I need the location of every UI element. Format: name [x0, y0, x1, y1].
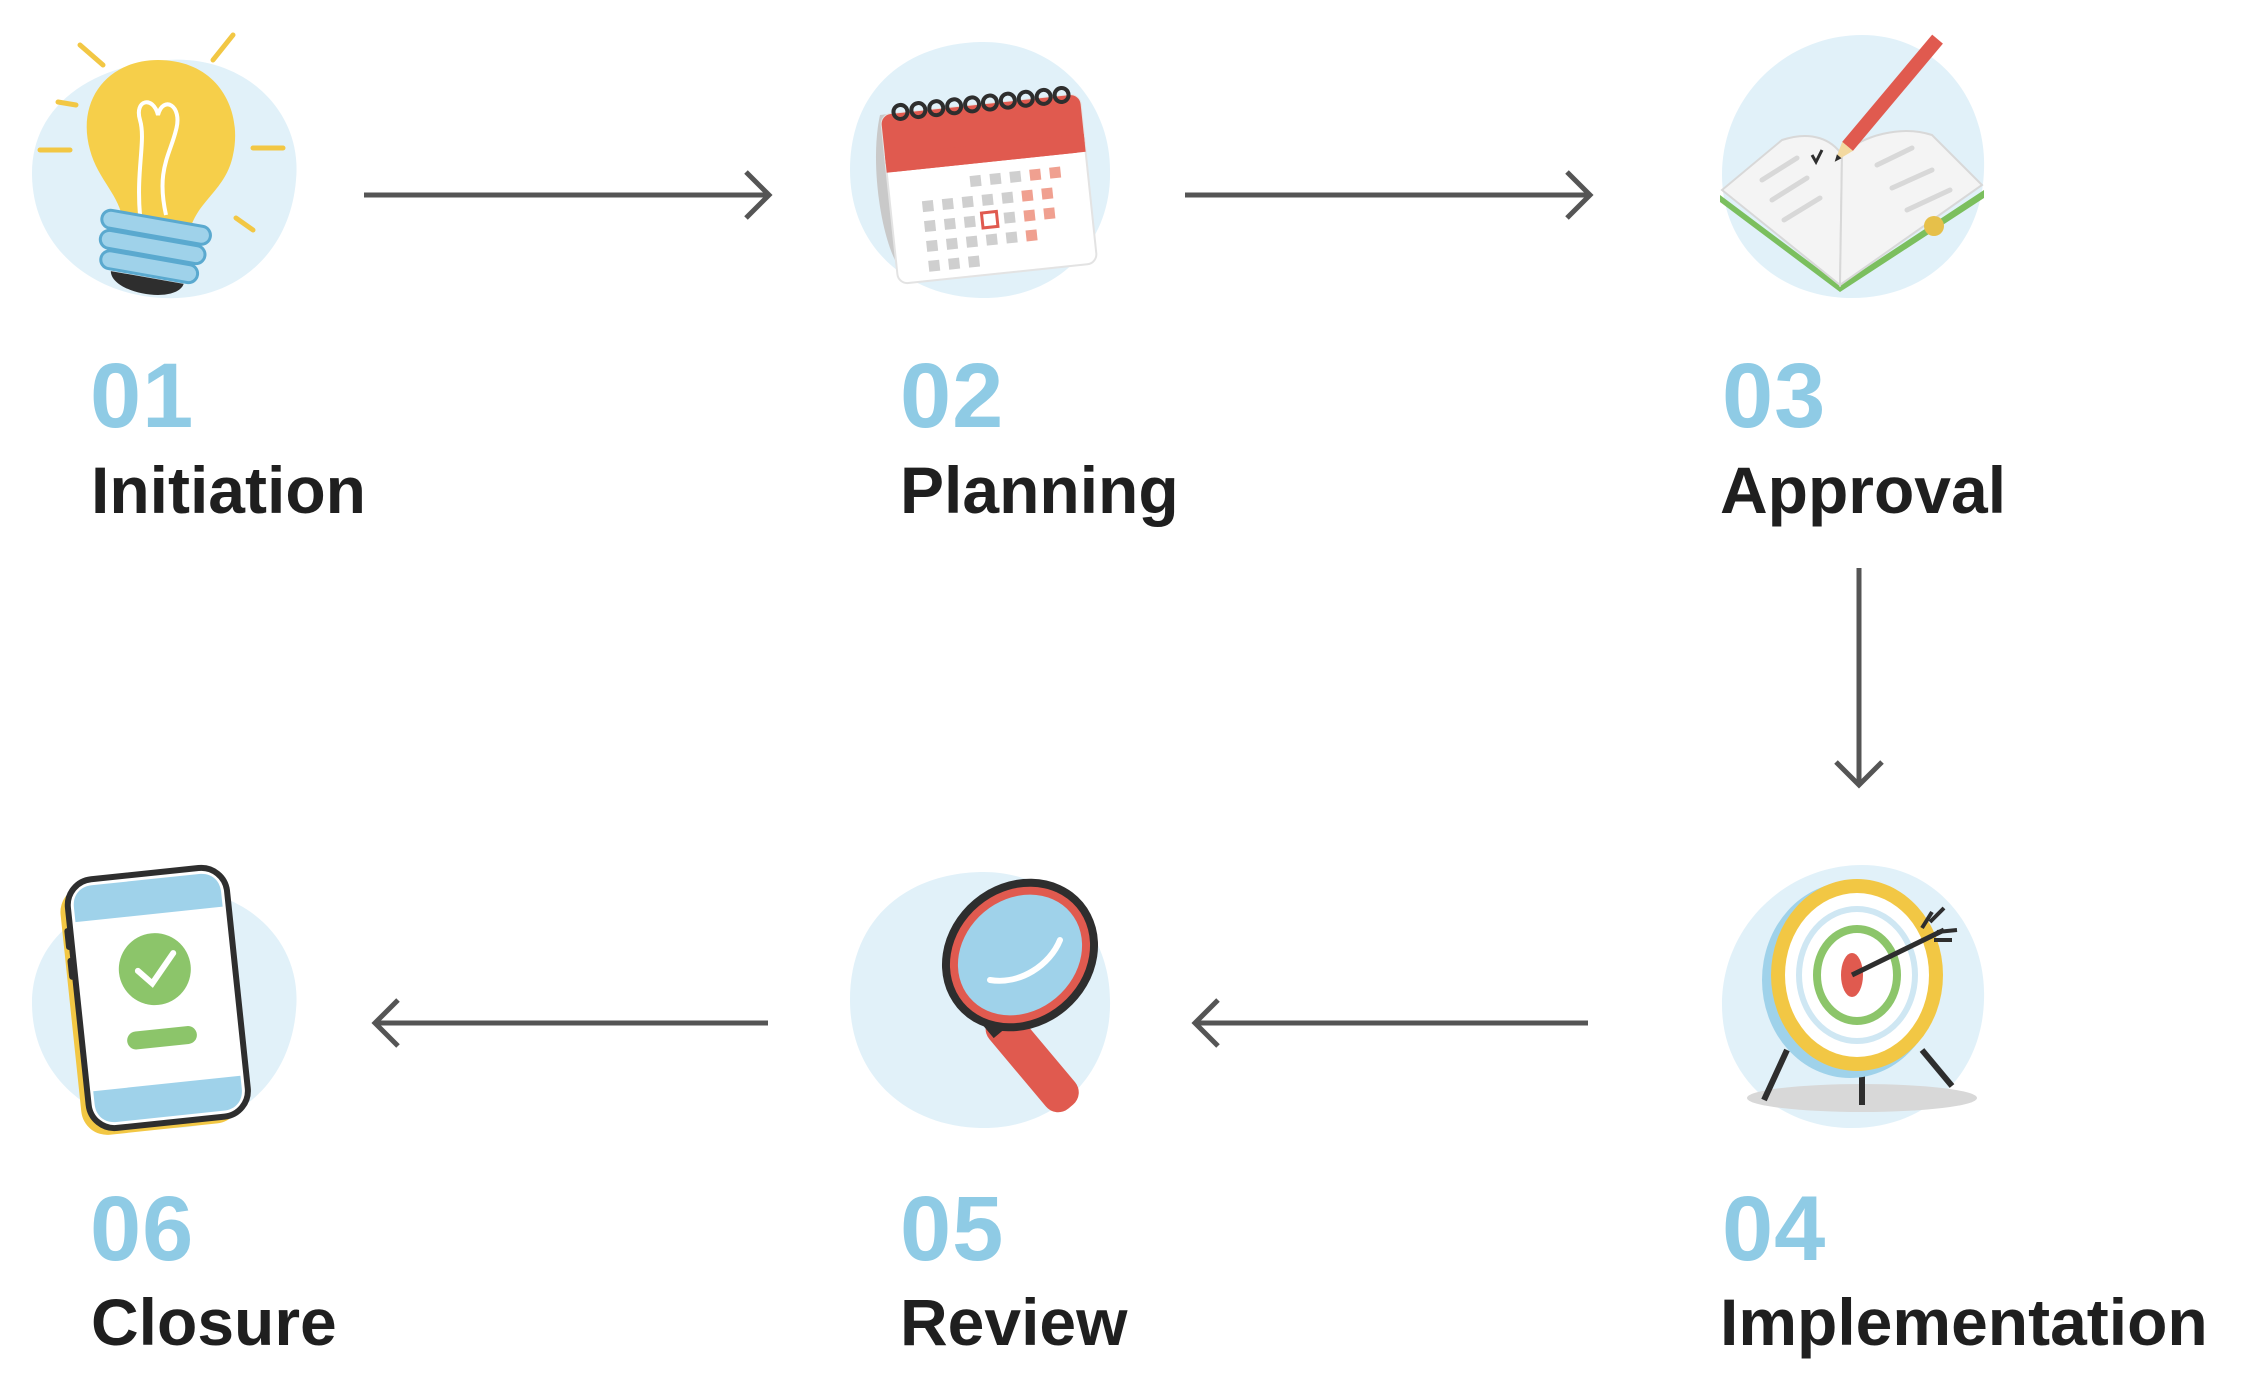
- step-number: 05: [900, 1178, 1005, 1280]
- step-number: 01: [90, 345, 195, 447]
- step-title: Review: [900, 1285, 1128, 1359]
- lightbulb-icon: [28, 30, 308, 310]
- step-title: Planning: [900, 453, 1179, 527]
- arrow-approval-to-implementation: [1834, 566, 1884, 796]
- arrow-implementation-to-review: [1182, 998, 1602, 1048]
- target-arrow-icon: [1712, 860, 1992, 1140]
- step-number: 04: [1722, 1178, 1827, 1280]
- arrow-planning-to-approval: [1183, 170, 1603, 220]
- arrow-review-to-closure: [362, 998, 782, 1048]
- open-book-pencil-icon: [1712, 30, 1992, 310]
- arrow-initiation-to-planning: [362, 170, 782, 220]
- phone-checkmark-icon: [28, 860, 308, 1140]
- calendar-icon: [840, 30, 1120, 310]
- step-title: Closure: [91, 1285, 337, 1359]
- step-number: 03: [1722, 345, 1827, 447]
- step-title: Approval: [1720, 453, 2007, 527]
- step-title: Initiation: [91, 453, 366, 527]
- step-title: Implementation: [1720, 1285, 2208, 1359]
- magnifying-glass-icon: [840, 860, 1120, 1140]
- step-number: 06: [90, 1178, 195, 1280]
- step-number: 02: [900, 345, 1005, 447]
